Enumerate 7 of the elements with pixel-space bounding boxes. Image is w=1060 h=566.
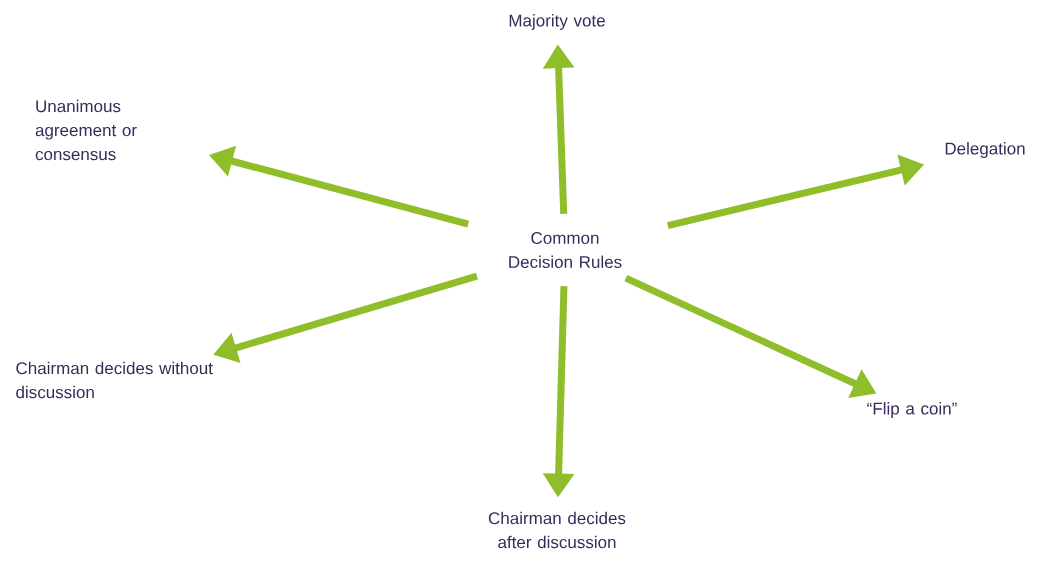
option-label: Majority vote: [509, 14, 605, 30]
center-label: Common Decision Rules: [509, 232, 622, 269]
option-label: Chairman decides without discussion: [16, 361, 213, 399]
option-label: “Flip a coin”: [867, 402, 957, 418]
option-label: Chairman decides after discussion: [488, 511, 626, 549]
option-label: Delegation: [945, 142, 1025, 158]
option-label: Unanimous agreement or consensus: [35, 99, 137, 161]
